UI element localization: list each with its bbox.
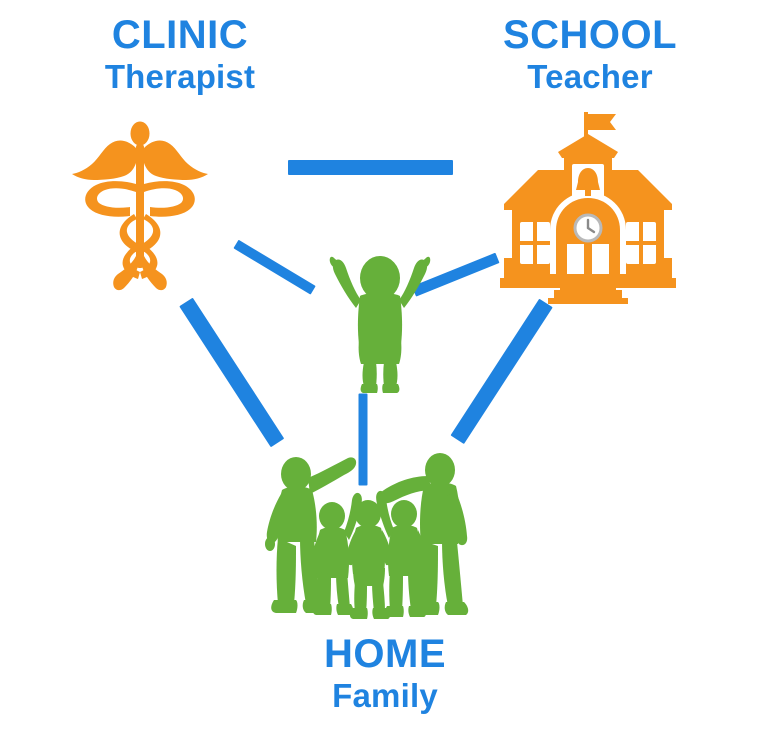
connector-clinic-to-child (233, 239, 316, 295)
clinic-label-block: CLINIC Therapist (20, 13, 340, 96)
child-icon (328, 252, 432, 394)
schoolhouse-icon (498, 108, 678, 304)
home-label-block: HOME Family (225, 632, 545, 715)
caduceus-icon (72, 118, 208, 298)
school-primary-label: SCHOOL (502, 13, 678, 57)
family-group-icon (252, 452, 484, 620)
home-primary-label: HOME (324, 632, 446, 676)
connector-clinic-to-home (179, 297, 285, 448)
connector-school-to-home (450, 298, 553, 445)
home-secondary-label: Family (332, 677, 438, 715)
school-secondary-label: Teacher (527, 58, 653, 96)
clinic-primary-label: CLINIC (111, 13, 249, 57)
clinic-secondary-label: Therapist (104, 58, 256, 96)
connector-clinic-to-school (288, 159, 453, 175)
school-label-block: SCHOOL Teacher (430, 13, 750, 96)
